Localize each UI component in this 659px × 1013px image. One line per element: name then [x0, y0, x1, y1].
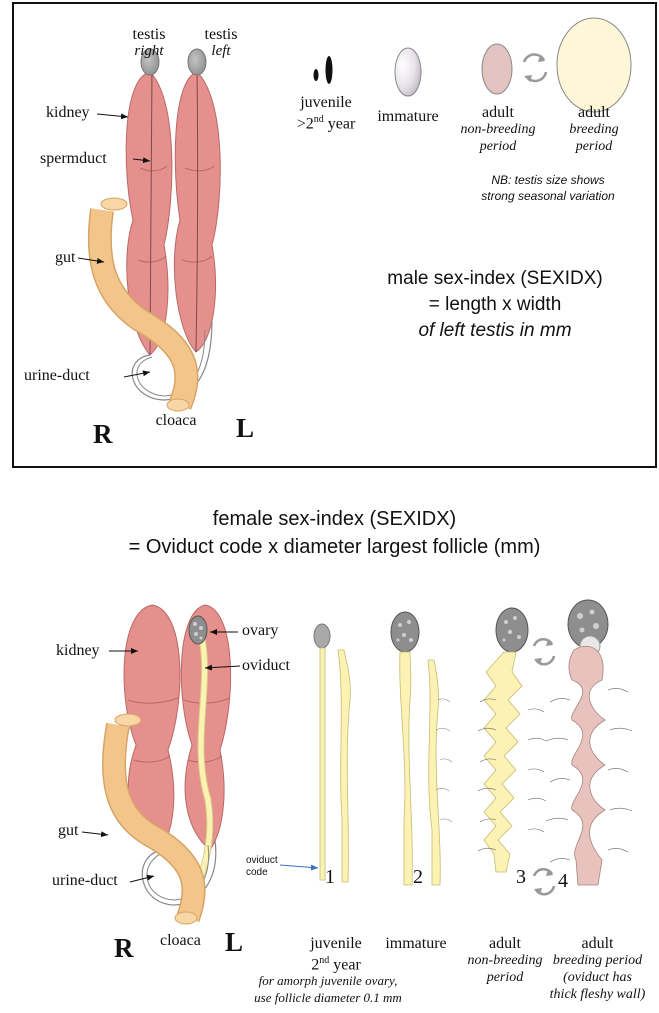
stage-adult-breeding: adult breeding period: [554, 104, 634, 155]
female-stage-adult-breeding: adult breeding period (oviduct has thick…: [540, 935, 655, 1003]
female-stage-adult-nonbreeding: adult non-breeding period: [460, 935, 550, 986]
ovary-cycle-icon: [534, 639, 554, 665]
stage-juvenile: juvenile >2nd year: [290, 94, 362, 132]
female-label-kidney: kidney: [56, 642, 100, 660]
female-label-cloaca: cloaca: [160, 932, 201, 950]
female-label-gut: gut: [58, 822, 78, 840]
code-cycle-icon: [534, 869, 554, 895]
female-stage-immature: immature: [376, 935, 456, 953]
nonbreeding-testis: [482, 44, 512, 94]
nb-note: NB: testis size shows strong seasonal va…: [458, 172, 638, 204]
label-R: R: [93, 419, 113, 450]
female-title: female sex-index (SEXIDX) = Oviduct code…: [12, 505, 657, 561]
label-testis-right-sub: right: [122, 43, 176, 60]
juvenile-testis-large: [326, 56, 333, 84]
nonbreeding-oviduct: [478, 608, 546, 872]
female-label-urine-duct: urine-duct: [52, 872, 118, 890]
female-label-ovary: ovary: [242, 622, 278, 640]
stage-adult-nonbreeding: adult non-breeding period: [452, 104, 544, 155]
label-L: L: [236, 413, 254, 444]
female-label-oviduct: oviduct: [242, 657, 290, 675]
male-formula: male sex-index (SEXIDX) = length x width…: [370, 266, 620, 344]
breeding-testis: [557, 18, 631, 112]
label-cloaca: cloaca: [146, 412, 206, 430]
code-3: 3: [516, 866, 526, 889]
seasonal-cycle-icon: [524, 54, 546, 82]
stage-immature: immature: [368, 108, 448, 126]
label-testis-right: testis: [122, 26, 176, 44]
code-4: 4: [558, 870, 568, 893]
code-2: 2: [413, 866, 423, 889]
female-stage-juvenile: juvenile 2nd year: [300, 935, 372, 973]
female-ovary: [189, 616, 207, 644]
immature-oviduct: [391, 612, 452, 885]
immature-testis: [395, 48, 421, 96]
juvenile-testis-small: [314, 69, 319, 81]
label-spermduct: spermduct: [40, 150, 107, 168]
label-testis-left-sub: left: [194, 43, 248, 60]
female-label-L: L: [225, 927, 243, 958]
juvenile-footnote: for amorph juvenile ovary, use follicle …: [238, 972, 418, 1006]
juvenile-oviduct: [314, 624, 350, 882]
oviduct-code-label: oviduct code: [246, 855, 278, 879]
label-kidney: kidney: [46, 104, 90, 122]
female-label-R: R: [114, 933, 134, 964]
label-testis-left: testis: [194, 26, 248, 44]
breeding-oviduct: [546, 600, 632, 885]
code-1: 1: [325, 866, 335, 889]
label-urine-duct: urine-duct: [24, 367, 90, 385]
label-gut: gut: [55, 249, 75, 267]
